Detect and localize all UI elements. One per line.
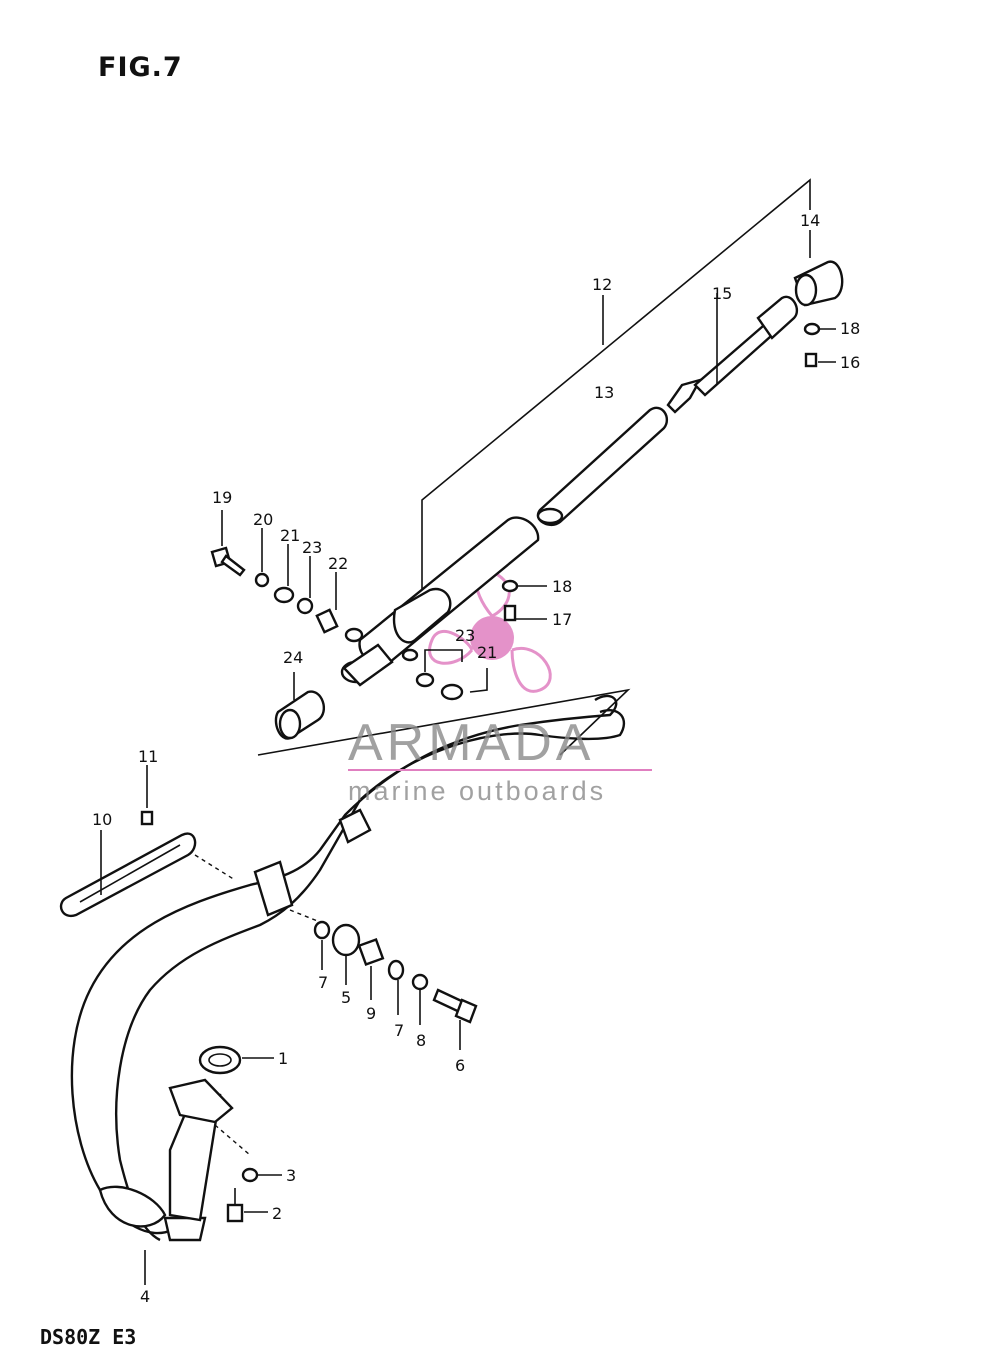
assembly-12-frame: [421, 178, 811, 590]
watermark-tagline: marine outboards: [348, 776, 606, 806]
callout-8: 8: [416, 1031, 426, 1050]
callout-15: 15: [712, 284, 732, 303]
callout-10: 10: [92, 810, 112, 829]
callout-13: 13: [594, 383, 614, 402]
silencer-body: [340, 516, 540, 687]
inner-pipe: [536, 406, 669, 527]
watermark-brand: ARMADA: [348, 714, 594, 772]
callout-7b: 7: [394, 1021, 404, 1040]
mounting-set-left: [210, 510, 488, 701]
tail-pipe: [666, 293, 799, 414]
callout-4: 4: [140, 1287, 150, 1306]
callout-17: 17: [552, 610, 572, 629]
clamp-and-screw: [59, 765, 236, 918]
armada-logo: [428, 569, 552, 693]
hardware-17-18: [501, 579, 547, 622]
assembly-24-frame: [257, 688, 631, 756]
callout-16: 16: [840, 353, 860, 372]
mounting-set-right: [289, 909, 478, 1050]
hardware-16-18: [803, 322, 836, 368]
end-cap: [793, 230, 844, 307]
callout-6: 6: [455, 1056, 465, 1075]
callout-23b: 23: [455, 626, 475, 645]
callout-11: 11: [138, 747, 158, 766]
gasket: [198, 1045, 274, 1075]
callout-19: 19: [212, 488, 232, 507]
callout-2: 2: [272, 1204, 282, 1223]
callout-18a: 18: [840, 319, 860, 338]
callout-3: 3: [286, 1166, 296, 1185]
figure-title: FIG.7: [98, 52, 183, 83]
armada-watermark-text: ARMADA marine outboards: [348, 714, 652, 806]
callout-21b: 21: [477, 643, 497, 662]
callout-numbers: 1 2 3 4 5 6 7 9 7 8 10 11 12 13 14 15 18…: [92, 211, 860, 1306]
callout-22: 22: [328, 554, 348, 573]
grommet: [274, 672, 325, 740]
callout-14: 14: [800, 211, 820, 230]
model-code: DS80Z E3: [40, 1325, 137, 1349]
callout-18b: 18: [552, 577, 572, 596]
callout-12: 12: [592, 275, 612, 294]
exhaust-pipe: [70, 694, 626, 1285]
callout-5: 5: [341, 988, 351, 1007]
callout-9: 9: [366, 1004, 376, 1023]
callout-20: 20: [253, 510, 273, 529]
callout-23a: 23: [302, 538, 322, 557]
callout-7a: 7: [318, 973, 328, 992]
callout-1: 1: [278, 1049, 288, 1068]
callout-21a: 21: [280, 526, 300, 545]
bolts-2-3: [214, 1124, 282, 1223]
callout-24: 24: [283, 648, 303, 667]
